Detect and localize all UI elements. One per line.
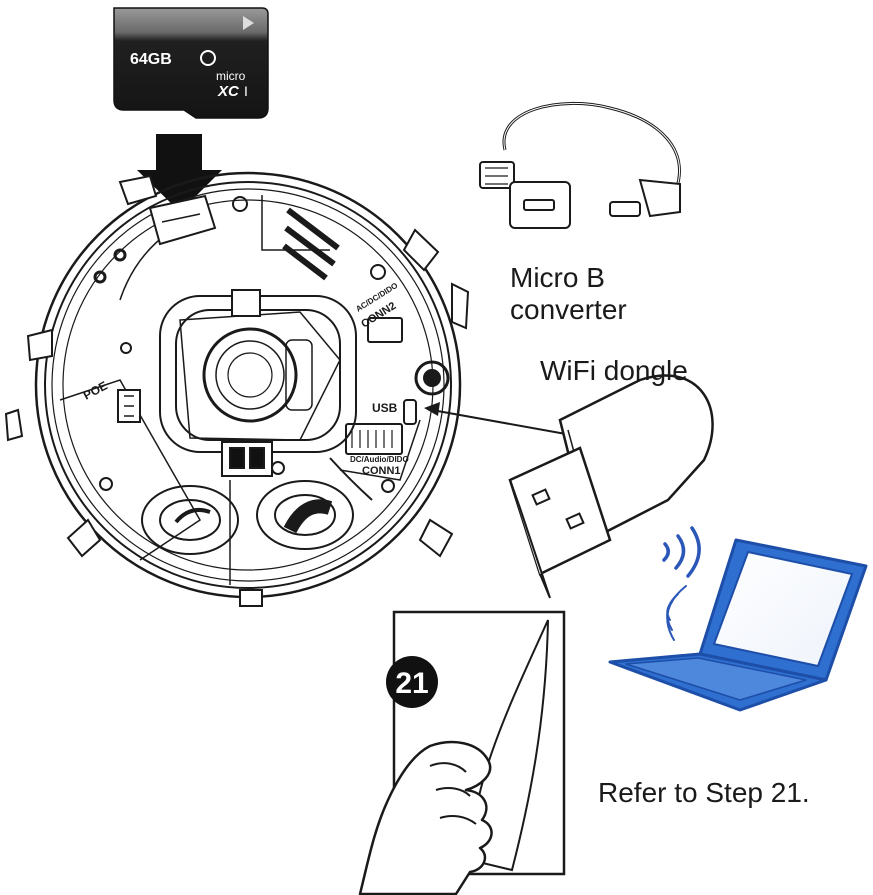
micro-b-converter [479,101,681,229]
conn1-label: CONN1 [362,465,401,477]
insert-arrow-icon [137,134,222,212]
poe-port-label: POE [81,378,110,402]
sd-uhs-mark: I [244,83,248,99]
hand-icon [358,740,493,895]
wifi-dongle [508,374,714,599]
micro-b-label-line1: Micro B [510,262,605,293]
wireless-waves-icon [662,526,701,641]
wifi-dongle-label: WiFi dongle [540,355,688,386]
step-number-badge [386,656,438,708]
laptop-icon [608,538,868,712]
sd-brand-line2: XC [217,83,240,100]
sd-brand-line1: micro [216,69,246,83]
connection-arrow [424,402,589,439]
micro-sd-card: 64GB micro XC I [113,7,269,119]
camera-base [4,171,470,607]
conn1-sub-label: DC/Audio/DIDO [350,455,409,464]
usb-port-label: USB [372,401,398,415]
micro-b-converter-label: Micro B converter [510,262,627,326]
sd-capacity-label: 64GB [130,51,172,68]
micro-b-label-line2: converter [510,294,627,326]
refer-step-label: Refer to Step 21. [598,777,810,808]
step-number-text: 21 [395,667,428,700]
